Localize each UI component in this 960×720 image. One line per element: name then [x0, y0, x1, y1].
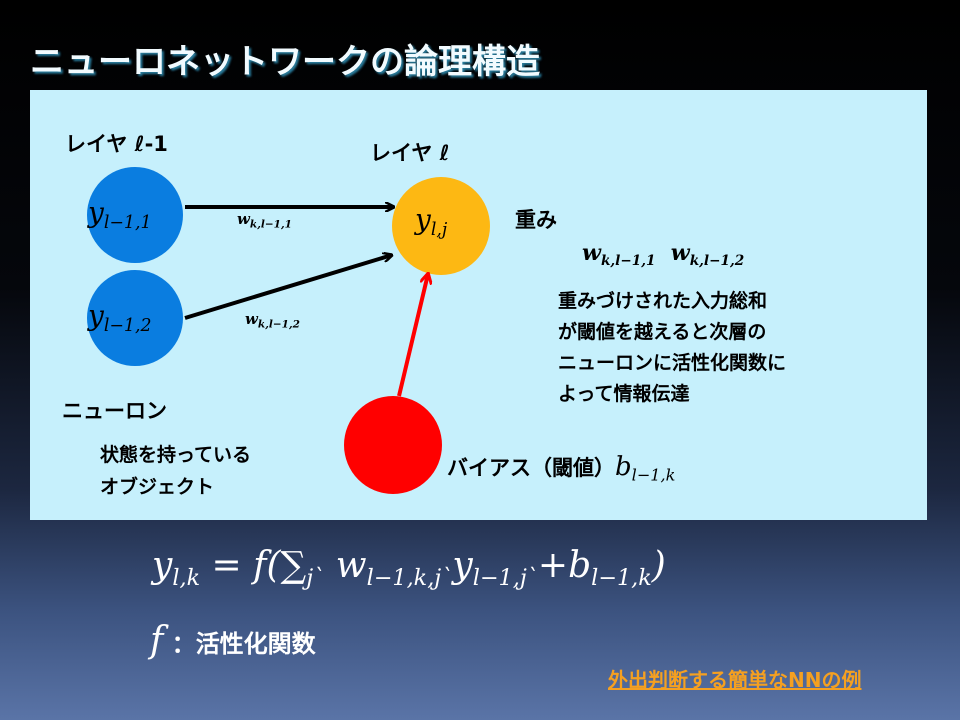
arrow-w2 — [184, 255, 392, 320]
diagram-graphics — [87, 167, 490, 494]
description-line: ニューロンに活性化関数に — [558, 352, 787, 374]
description-line: 重みづけされた入力総和 — [558, 290, 768, 312]
description: 重みづけされた入力総和 が閾値を越えると次層の ニューロンに活性化関数に よって… — [558, 286, 786, 410]
input-neuron-1 — [87, 167, 183, 263]
weight-2-label: wk,l−1,2 — [245, 310, 300, 331]
output-node-label: yl,j — [415, 203, 448, 241]
layer-cur-label: レイヤ ℓ — [370, 141, 450, 165]
layer-prev-label: レイヤ ℓ-1 — [65, 132, 168, 156]
input-neuron-2 — [87, 270, 183, 366]
neuron-desc-line: オブジェクト — [100, 476, 215, 498]
slide-title: ニューロネットワークの論理構造 — [30, 42, 540, 82]
diagram-panel: レイヤ ℓ-1 レイヤ ℓ yl−1,1 yl−1,2 yl,j wk,l−1,… — [30, 90, 927, 520]
weight-heading: 重み — [515, 208, 557, 232]
neuron-label: ニューロン — [62, 399, 167, 423]
neuron-desc-line: 状態を持っている — [100, 444, 252, 466]
node1-label: yl−1,1 — [88, 196, 152, 234]
description-line: が閾値を越えると次層の — [558, 321, 767, 343]
bias-label: バイアス（閾値）bl−1,k — [447, 452, 676, 485]
bias-node — [344, 396, 442, 494]
output-neuron — [392, 177, 490, 275]
activation-definition: f ：活性化関数 — [150, 620, 316, 661]
weight-1-label: wk,l−1,1 — [237, 210, 292, 231]
example-link[interactable]: 外出判断する簡単なNNの例 — [608, 668, 862, 692]
weights-list: wk,l−1,1 wk,l−1,2 — [582, 240, 745, 269]
neuron-formula: yl,k = f(∑j` wl−1,k,j`yl−1,j`+bl−1,k) — [152, 545, 666, 591]
description-line: よって情報伝達 — [558, 383, 690, 405]
neuron-description: 状態を持っている オブジェクト — [100, 439, 251, 503]
node2-label: yl−1,2 — [88, 299, 152, 337]
arrow-bias — [397, 274, 428, 397]
